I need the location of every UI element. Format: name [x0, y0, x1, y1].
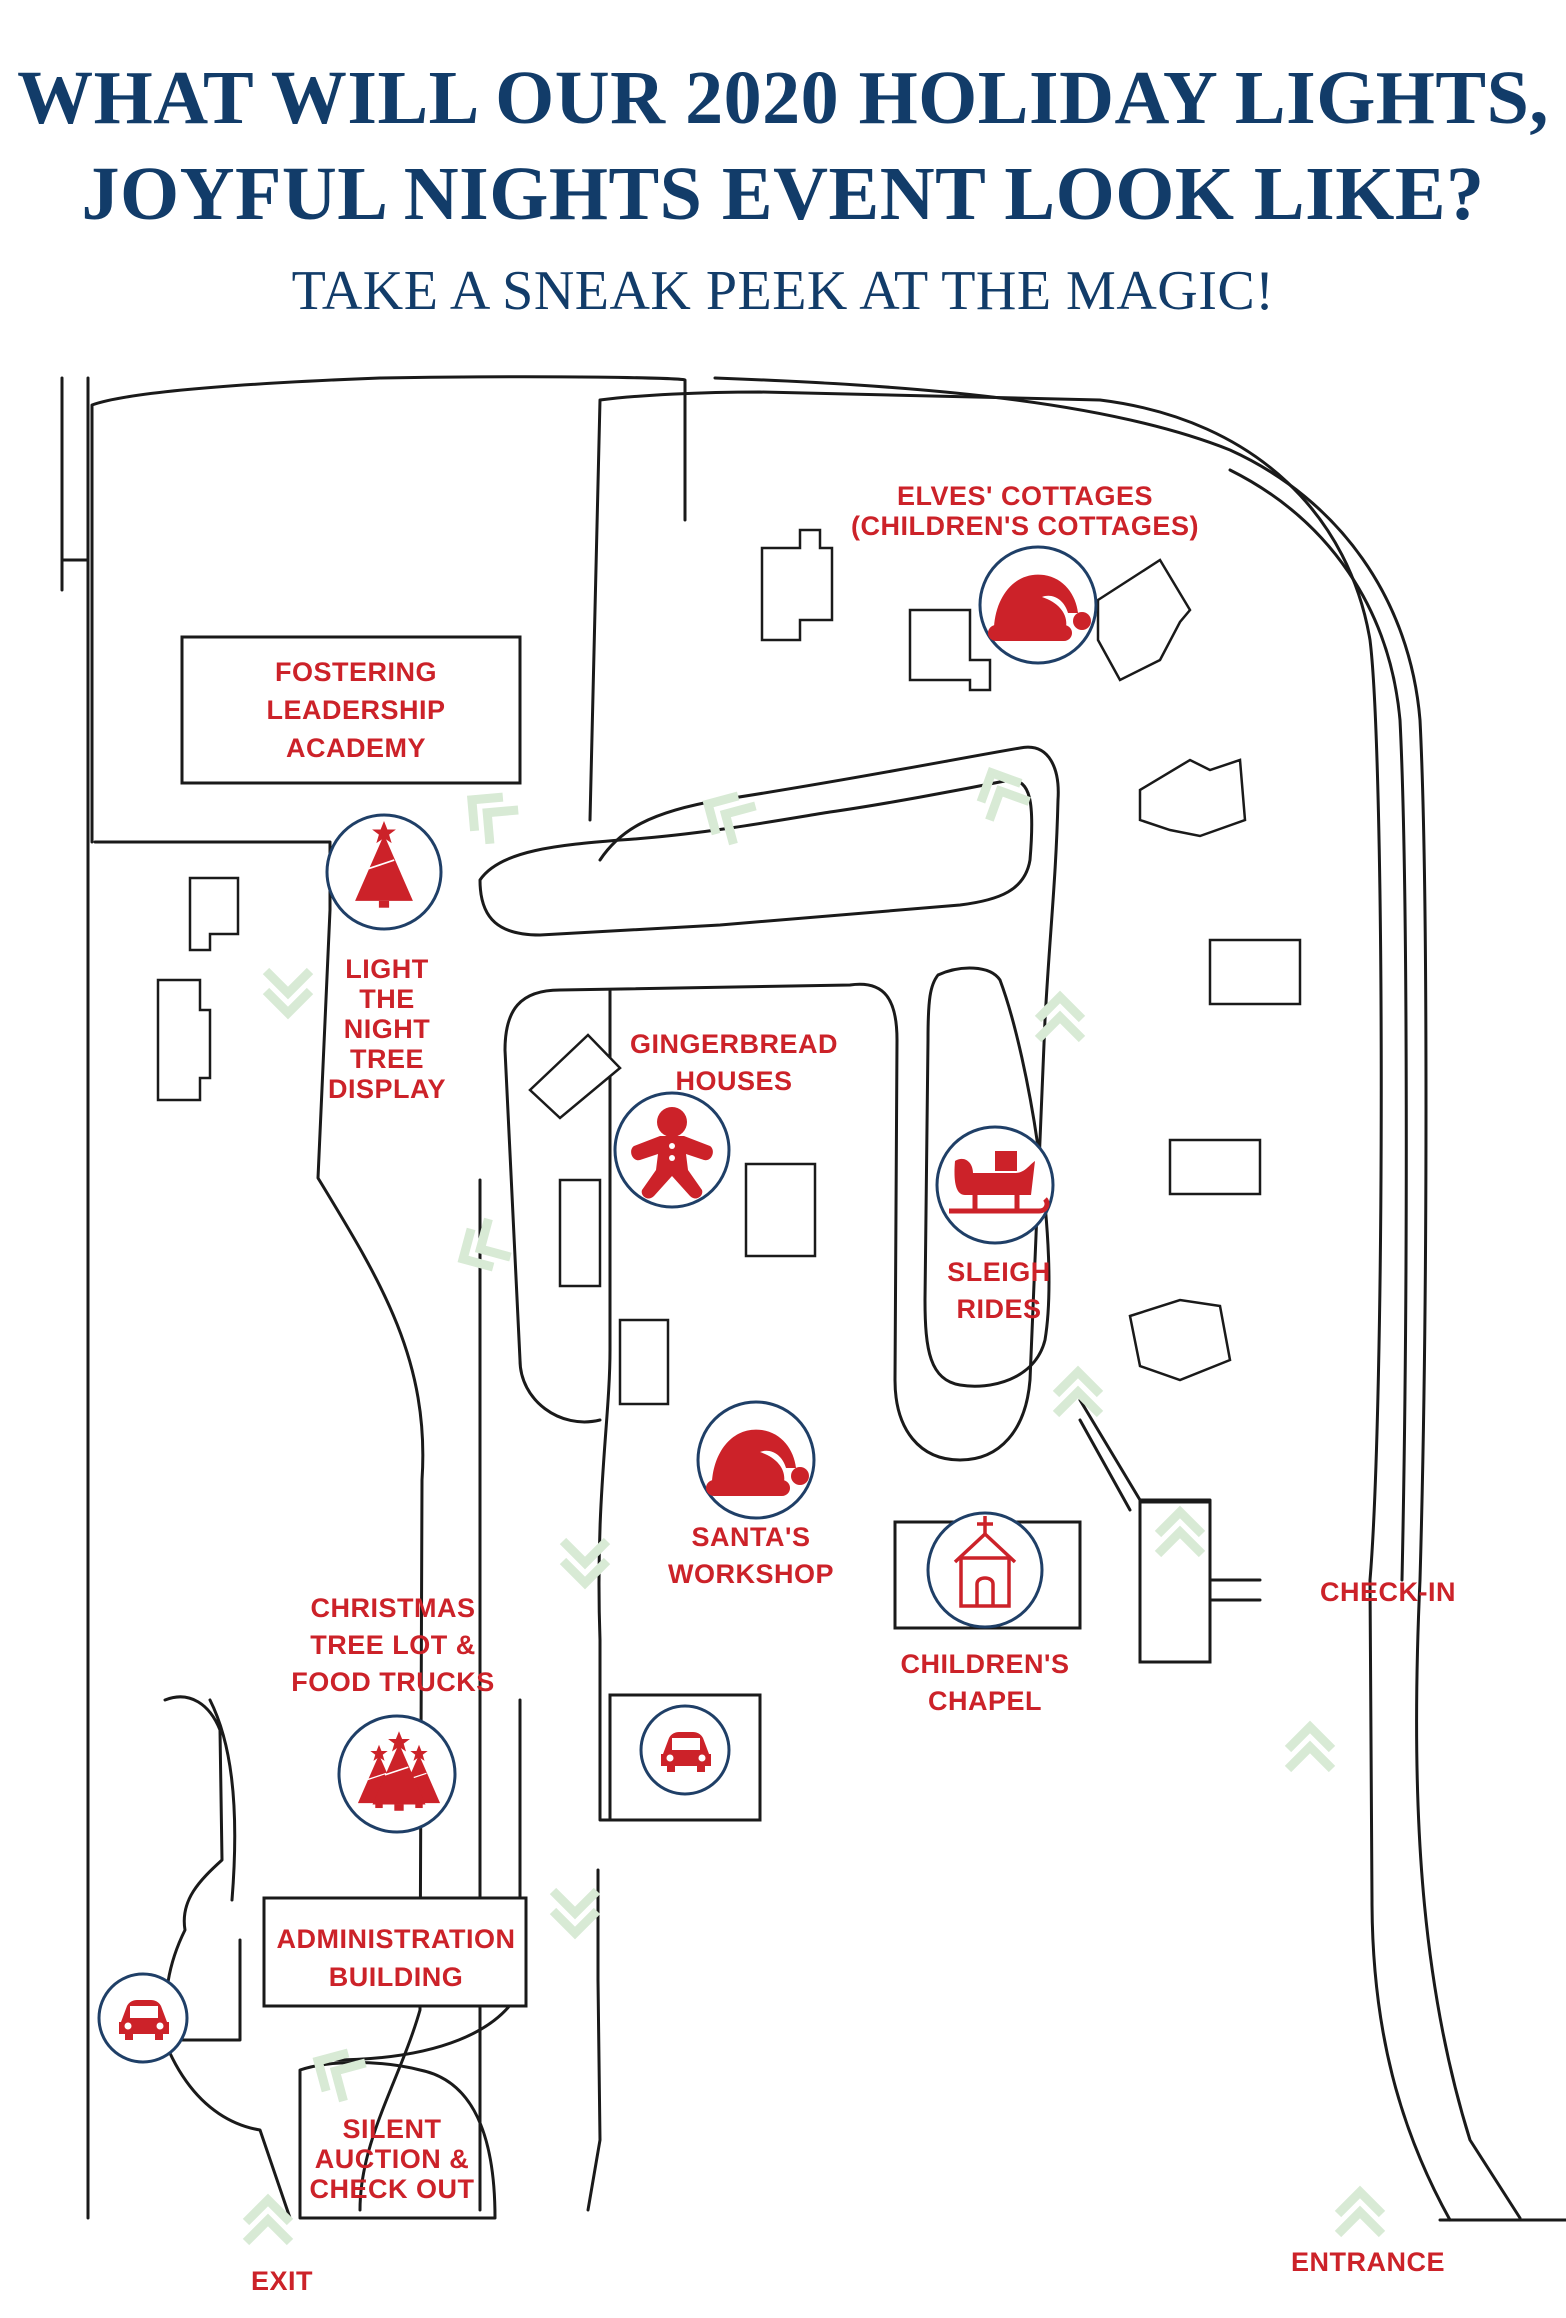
- labels: ELVES' COTTAGES (CHILDREN'S COTTAGES) FO…: [251, 481, 1456, 2296]
- label-gingerbread-1: GINGERBREAD: [630, 1029, 838, 1059]
- label-fostering-3: ACADEMY: [286, 733, 426, 763]
- label-santas-2: WORKSHOP: [668, 1559, 834, 1589]
- page-subtitle: TAKE A SNEAK PEEK AT THE MAGIC!: [291, 260, 1275, 322]
- label-exit: EXIT: [251, 2266, 313, 2296]
- label-gingerbread-2: HOUSES: [675, 1066, 792, 1096]
- marker-sleigh-rides: [935, 1125, 1055, 1245]
- label-check-in: CHECK-IN: [1320, 1577, 1456, 1607]
- label-auction-1: SILENT: [342, 2114, 441, 2144]
- label-entrance: ENTRANCE: [1291, 2247, 1445, 2277]
- label-light-5: DISPLAY: [328, 1074, 446, 1104]
- roads: [60, 375, 1566, 2222]
- marker-santas-workshop: [696, 1400, 816, 1520]
- label-light-1: LIGHT: [345, 954, 429, 984]
- label-sleigh-2: RIDES: [956, 1294, 1041, 1324]
- marker-childrens-chapel: [926, 1511, 1044, 1629]
- marker-elves-cottages: [978, 545, 1098, 665]
- title-line-2: JOYFUL NIGHTS EVENT LOOK LIKE?: [81, 152, 1485, 236]
- label-santas-1: SANTA'S: [692, 1522, 811, 1552]
- marker-tree-lot: [337, 1714, 457, 1834]
- marker-light-the-night: [325, 813, 443, 931]
- label-elves-cottages-1: ELVES' COTTAGES: [897, 481, 1153, 511]
- buildings: [156, 528, 1302, 2008]
- administration-building: [262, 1896, 528, 2008]
- sleigh-icon: [949, 1151, 1050, 1214]
- fostering-leadership-building: [180, 635, 522, 785]
- marker-parking-admin: [97, 1972, 189, 2064]
- label-fostering-2: LEADERSHIP: [266, 695, 445, 725]
- label-tree-lot-1: CHRISTMAS: [311, 1593, 476, 1623]
- label-light-4: TREE: [350, 1044, 424, 1074]
- gingerbread-man-icon: [631, 1107, 713, 1199]
- label-light-3: NIGHT: [344, 1014, 431, 1044]
- label-light-2: THE: [359, 984, 415, 1014]
- title-line-1: WHAT WILL OUR 2020 HOLIDAY LIGHTS,: [17, 56, 1549, 140]
- marker-gingerbread: [613, 1091, 731, 1209]
- marker-parking-center: [639, 1704, 731, 1796]
- chapel-icon: [953, 1516, 1017, 1608]
- label-chapel-2: CHAPEL: [928, 1686, 1042, 1716]
- label-tree-lot-3: FOOD TRUCKS: [291, 1667, 495, 1697]
- label-auction-2: AUCTION &: [315, 2144, 470, 2174]
- label-tree-lot-2: TREE LOT &: [310, 1630, 476, 1660]
- label-elves-cottages-2: (CHILDREN'S COTTAGES): [851, 511, 1199, 541]
- label-admin-1: ADMINISTRATION: [277, 1924, 516, 1954]
- page-title: WHAT WILL OUR 2020 HOLIDAY LIGHTS, JOYFU…: [0, 50, 1566, 242]
- header: WHAT WILL OUR 2020 HOLIDAY LIGHTS, JOYFU…: [0, 0, 1566, 326]
- label-fostering-1: FOSTERING: [275, 657, 437, 687]
- label-sleigh-1: SLEIGH: [947, 1257, 1051, 1287]
- label-auction-3: CHECK OUT: [310, 2174, 475, 2204]
- label-admin-2: BUILDING: [329, 1962, 464, 1992]
- label-chapel-1: CHILDREN'S: [901, 1649, 1070, 1679]
